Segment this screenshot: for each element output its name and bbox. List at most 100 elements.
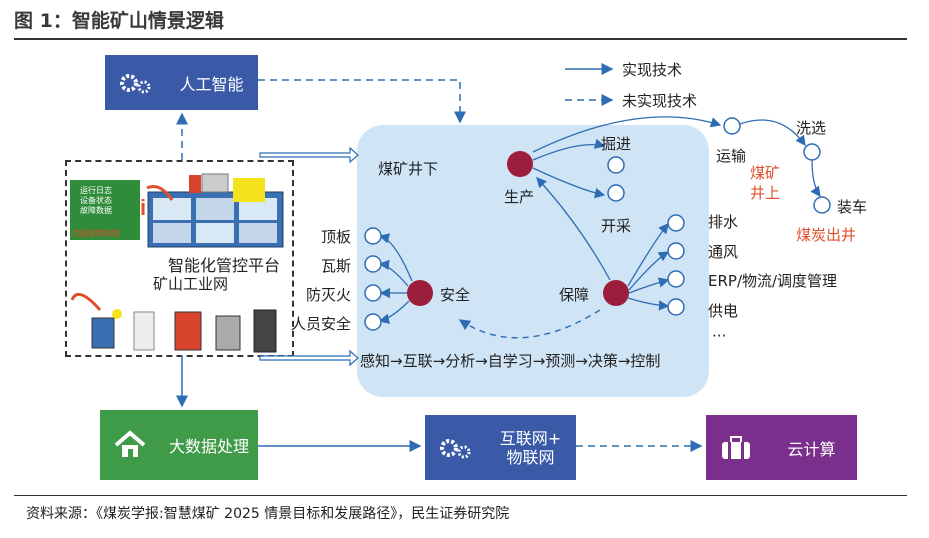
support-label: 保障 [559,286,590,304]
ai-box: 人工智能 [105,55,258,110]
iot-box: 互联网+ 物联网 [425,415,576,480]
ai-label: 人工智能 [179,74,244,94]
production-to-transport-edge [532,116,722,153]
red-device [189,175,201,193]
legend-not-implemented: 未实现技术 [622,92,698,110]
support-item-power: 供电 [708,302,739,320]
info-badge-icon: i [140,195,146,220]
safety-to-personnel-edge [378,300,410,324]
support-item-vent: 通风 [708,243,739,261]
sensor-device-3 [174,311,202,351]
screen-2 [196,198,234,220]
industrial-network-label: 矿山工业网 [153,275,229,293]
underground-panel [357,125,709,397]
gears-icon [105,71,165,95]
safety-label: 安全 [440,286,471,304]
safety-item-personnel: 人员安全 [291,315,352,333]
support-item-more: ··· [712,327,727,345]
feedback-arrow-top [146,185,174,201]
iot-label: 互联网+ 物联网 [485,429,576,467]
iot-label-line2: 物联网 [506,447,555,467]
underground-title: 煤矿井下 [378,160,439,178]
platform-to-underground-bottom-arrow [259,349,359,367]
loading-label: 装车 [837,198,868,216]
platform-to-underground-top-arrow [259,146,359,164]
safety-to-roof-edge [378,233,413,282]
production-label: 生产 [504,188,535,206]
production-to-driving-edge [532,138,606,161]
production-to-mining-edge [532,167,606,199]
iot-label-line1: 互联网+ [499,428,562,448]
support-to-production-edge [536,177,611,281]
screen-5 [196,223,234,243]
screen-footer: 范围故障排除 [72,229,120,238]
source-note: 资料来源：《煤炭学报:智慧煤矿 2025 情景目标和发展路径》，民生证券研究院 [26,506,510,522]
sensor-badge [112,309,122,319]
support-to-vent-edge [628,251,670,291]
driving-label: 掘进 [601,135,632,153]
washing-to-loading-edge [810,159,821,198]
fire-node [364,284,382,302]
screen-item: 运行日志 [80,186,112,195]
bottom-rule [14,495,907,496]
support-to-safety-dashed [458,309,601,339]
driving-node [607,156,625,174]
platform-frame [65,160,294,357]
transport-to-washing-edge [739,119,806,147]
support-to-drain-edge [627,222,669,287]
sensor-device-4 [215,315,241,351]
home-icon [100,430,160,460]
coal-out-label: 煤炭出井 [796,226,857,244]
cloud-label: 云计算 [787,439,836,459]
gas-node [364,255,382,273]
screen-3 [239,198,277,220]
support-item-drain: 排水 [708,213,739,231]
sensor-device-2 [133,311,155,351]
washing-node [803,143,821,161]
production-node [507,151,533,177]
screen-1 [153,198,191,220]
transport-label: 运输 [716,147,747,165]
safety-item-roof: 顶板 [321,228,352,246]
above-ground-label: 煤矿井上 [750,164,781,202]
screen-item: 故障数据 [80,206,112,215]
sensor-device-1 [91,317,115,349]
router-device [201,173,229,193]
safety-to-gas-edge [378,259,409,287]
support-node [603,280,629,306]
feedback-arrow-bottom [70,292,102,311]
mining-label: 开采 [601,217,632,235]
mining-node [607,184,625,202]
gears-icon [425,436,485,460]
support-to-erp-edge [628,277,670,294]
screen-items: 运行日志 设备状态 故障数据 [80,186,112,216]
process-pipeline: 感知→互联→分析→自学习→预测→决策→控制 [360,352,661,370]
vent-node [667,242,685,260]
sensor-device-5 [253,309,277,353]
power-node [667,298,685,316]
loading-node [813,196,831,214]
screen-item: 设备状态 [80,196,112,205]
safety-item-fire: 防灭火 [306,286,352,304]
safety-item-gas: 瓦斯 [321,257,352,275]
support-item-erp: ERP/物流/调度管理 [708,272,838,290]
top-rule [14,38,907,40]
cloud-box: 云计算 [706,415,857,480]
legend-implemented: 实现技术 [622,61,683,79]
platform-label: 智能化管控平台 [168,256,281,275]
screen-6 [239,223,277,243]
washing-label: 洗选 [796,119,827,137]
personnel-node [364,313,382,331]
ai-to-underground-dashed [258,79,466,124]
yellow-screen [233,178,265,202]
info-panel [70,180,140,240]
figure-title: 图 1：智能矿山情景逻辑 [14,10,224,32]
support-to-power-edge [627,297,670,311]
drain-node [667,214,685,232]
erp-node [667,270,685,288]
bigdata-label: 大数据处理 [168,437,249,456]
screen-4 [153,223,191,243]
roof-node [364,227,382,245]
briefcase-icon [706,435,766,461]
